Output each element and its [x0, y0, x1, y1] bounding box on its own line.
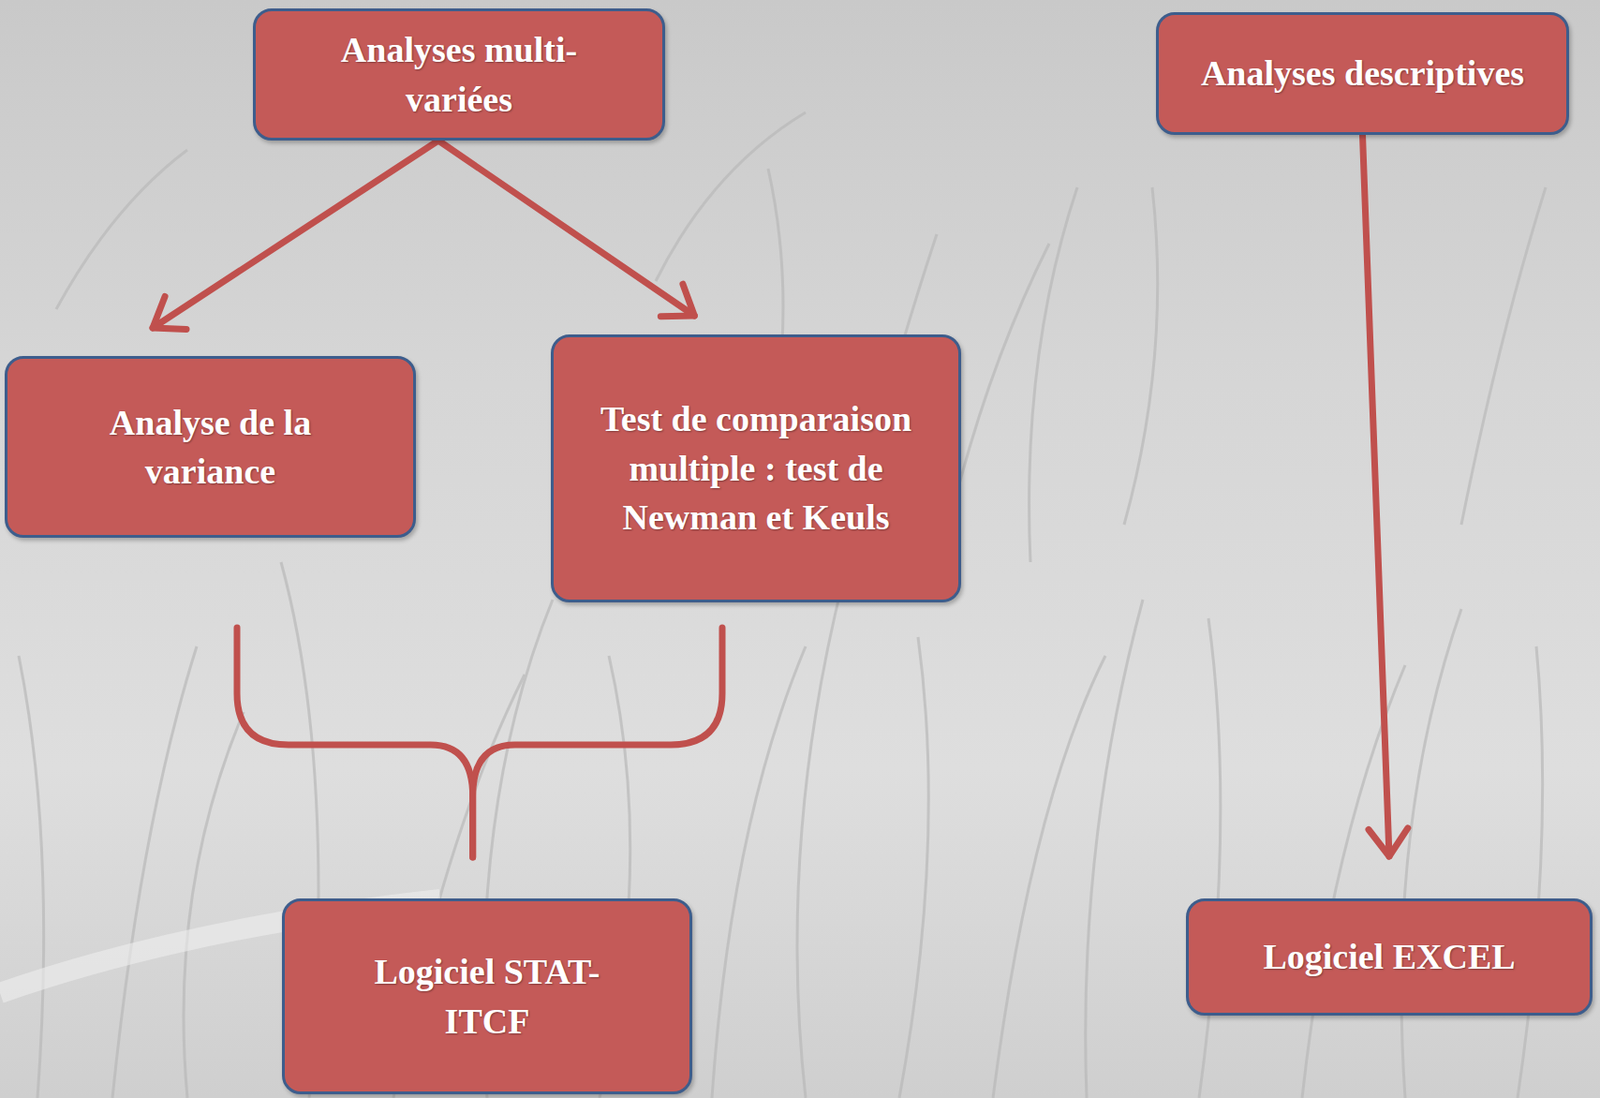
process-box: Analyse de la variance [4, 355, 416, 538]
connector [1362, 134, 1408, 857]
process-box: Test de comparaison multiple : test de N… [550, 334, 962, 603]
connector [473, 627, 723, 858]
arrow-head [660, 283, 695, 317]
box-label: Test de comparaison multiple : test de N… [591, 394, 921, 542]
arrow-line [438, 140, 695, 316]
box-label: Analyses multi-variées [295, 25, 623, 124]
grass-blades [18, 112, 1546, 1098]
process-box: Logiciel STAT-ITCF [281, 898, 693, 1095]
connector [237, 627, 474, 858]
box-label: Logiciel STAT-ITCF [336, 947, 638, 1046]
connector [438, 140, 695, 317]
brace-line [237, 627, 474, 858]
box-label: Analyses descriptives [1200, 48, 1525, 98]
connector [152, 140, 439, 329]
process-box: Logiciel EXCEL [1185, 898, 1593, 1016]
process-box: Analyses descriptives [1155, 12, 1570, 135]
brace-line [473, 627, 723, 858]
arrow-head [1368, 828, 1408, 857]
box-label: Logiciel EXCEL [1262, 932, 1515, 981]
process-box: Analyses multi-variées [252, 8, 666, 141]
arrow-head [152, 296, 187, 329]
arrow-line [152, 140, 439, 328]
box-label: Analyse de la variance [54, 398, 367, 497]
arrow-line [1362, 134, 1391, 857]
